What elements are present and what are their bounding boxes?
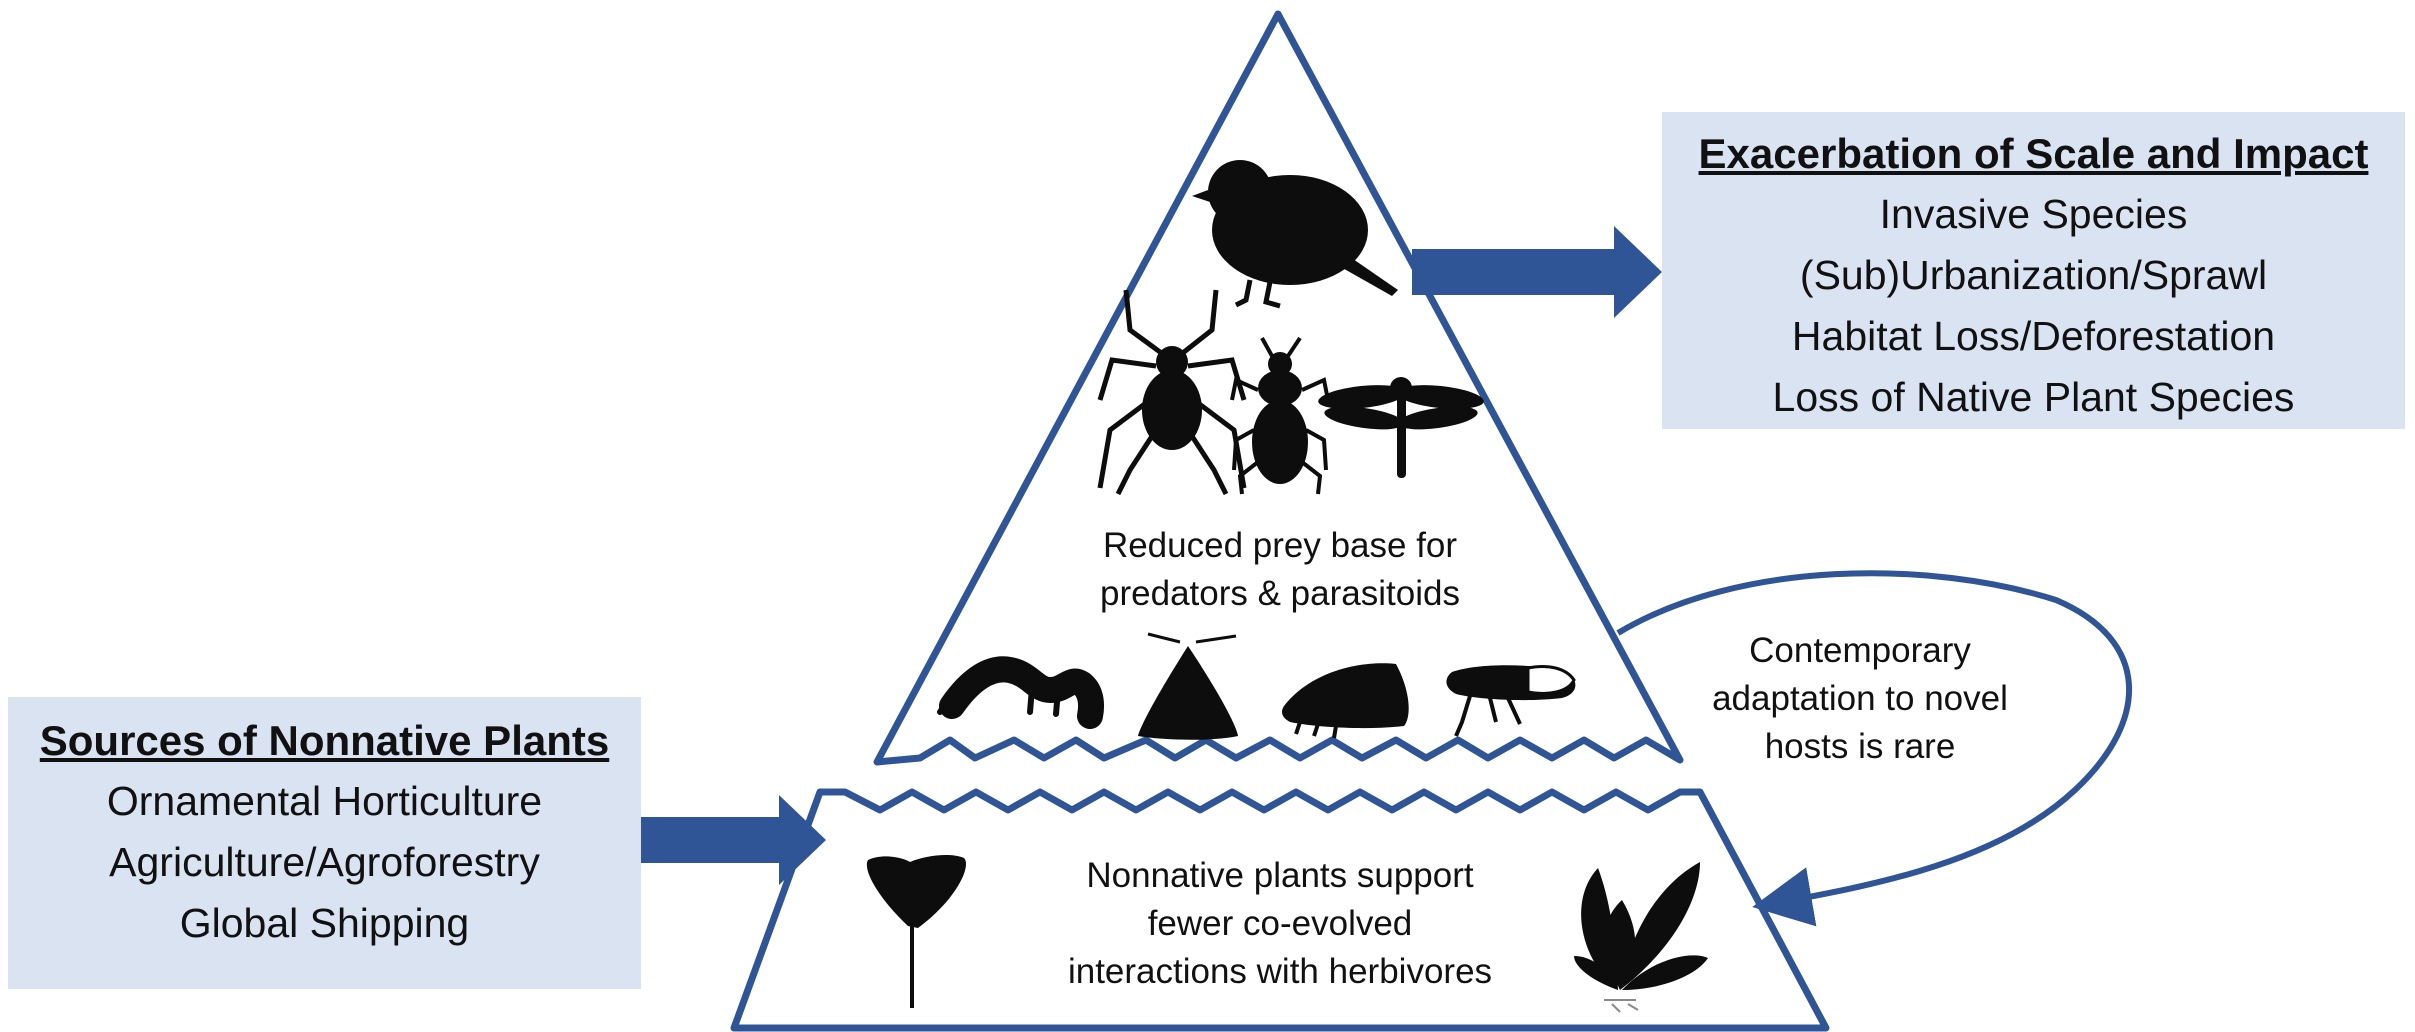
ginkgo-leaf-icon xyxy=(866,855,967,1008)
prey-base-line: predators & parasitoids xyxy=(1100,574,1460,613)
nonnative-support-line: interactions with herbivores xyxy=(1067,952,1493,991)
pyramid-upper-section xyxy=(873,10,1684,766)
sources-item: Global Shipping xyxy=(179,900,470,946)
bird-icon xyxy=(1192,160,1398,309)
exacerbation-item: Loss of Native Plant Species xyxy=(1772,374,2295,420)
right-arrow xyxy=(1412,226,1662,318)
adaptation-line: Contemporary xyxy=(1749,631,1971,670)
sources-item: Ornamental Horticulture xyxy=(106,778,543,824)
exacerbation-box: Exacerbation of Scale and Impact Invasiv… xyxy=(1662,112,2405,429)
plant-icon xyxy=(1574,862,1708,1013)
exacerbation-item: Invasive Species xyxy=(1879,191,2188,237)
exacerbation-title: Exacerbation of Scale and Impact xyxy=(1698,130,2369,177)
sources-item: Agriculture/Agroforestry xyxy=(109,839,540,885)
left-arrow xyxy=(641,795,826,885)
nonnative-support-label: Nonnative plants support fewer co-evolve… xyxy=(990,852,1570,996)
adaptation-label: Contemporary adaptation to novel hosts i… xyxy=(1640,627,2080,771)
caterpillar-icon xyxy=(937,656,1104,729)
spider-icon xyxy=(1097,289,1247,496)
prey-base-line: Reduced prey base for xyxy=(1102,526,1458,565)
sources-title: Sources of Nonnative Plants xyxy=(39,717,610,764)
beetle-icon xyxy=(1230,336,1330,495)
dragonfly-icon xyxy=(1318,377,1484,478)
nonnative-support-line: fewer co-evolved xyxy=(1147,904,1413,943)
sources-box: Sources of Nonnative Plants Ornamental H… xyxy=(8,697,641,989)
prey-base-label: Reduced prey base for predators & parasi… xyxy=(1000,522,1560,618)
hopper-icon xyxy=(1282,663,1409,739)
pyramid-lower-section xyxy=(730,788,1830,1032)
nonnative-support-line: Nonnative plants support xyxy=(1086,856,1474,895)
loop-arrow xyxy=(1616,570,2133,927)
exacerbation-item: (Sub)Urbanization/Sprawl xyxy=(1799,252,2268,298)
adaptation-line: hosts is rare xyxy=(1764,727,1956,766)
exacerbation-item: Habitat Loss/Deforestation xyxy=(1791,313,2276,359)
leafhopper-icon xyxy=(1446,665,1576,737)
moth-icon xyxy=(1138,632,1238,740)
adaptation-line: adaptation to novel xyxy=(1712,679,2008,718)
